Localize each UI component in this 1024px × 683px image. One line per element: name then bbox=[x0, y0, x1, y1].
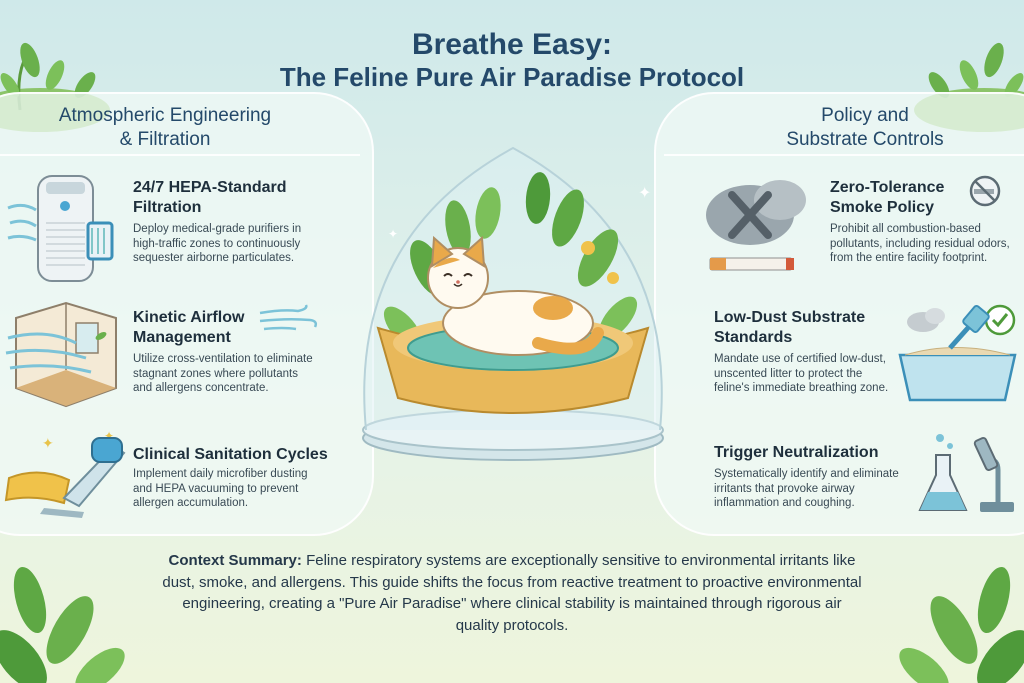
context-summary: Context Summary: Feline respiratory syst… bbox=[160, 550, 864, 636]
airflow-room-icon bbox=[5, 301, 117, 408]
left-heading-divider bbox=[0, 154, 360, 156]
cat-dome-illustration: ✦ ✦ bbox=[362, 146, 664, 461]
vacuum-cloth-icon: ✦ ✦ bbox=[4, 429, 126, 518]
left-heading-line2: & Filtration bbox=[119, 129, 211, 150]
page-subtitle: The Feline Pure Air Paradise Protocol bbox=[279, 62, 745, 92]
plants-cluster bbox=[383, 172, 638, 350]
right-item-2-desc: Mandate use of certified low-dust, unsce… bbox=[714, 353, 889, 394]
summary-label: Context Summary: bbox=[168, 552, 302, 569]
svg-text:✦: ✦ bbox=[104, 429, 114, 443]
svg-text:✦: ✦ bbox=[388, 227, 398, 241]
page-title: Breathe Easy: bbox=[411, 28, 613, 61]
air-purifier-icon bbox=[7, 175, 114, 282]
left-item-3-desc: Implement daily microfiber dusting and H… bbox=[133, 468, 308, 509]
right-heading-divider bbox=[664, 154, 1024, 156]
right-item-3-desc: Systematically identify and eliminate ir… bbox=[714, 468, 899, 509]
no-smoking-sign-icon bbox=[969, 175, 1001, 207]
right-item-1-desc: Prohibit all combustion-based pollutants… bbox=[830, 223, 1010, 264]
lab-microscope-icon bbox=[918, 434, 1014, 512]
left-item-1-desc: Deploy medical-grade purifiers in high-t… bbox=[133, 223, 302, 264]
plant-bottom-right-icon bbox=[899, 566, 1024, 683]
left-item-2-title: Kinetic Airflow Management bbox=[133, 309, 245, 346]
right-heading-line2: Substrate Controls bbox=[786, 129, 944, 150]
no-smoking-icon bbox=[706, 180, 806, 271]
right-section-heading: Policy and Substrate Controls bbox=[730, 104, 1000, 152]
left-section-heading: Atmospheric Engineering & Filtration bbox=[20, 104, 310, 152]
plant-bottom-left-icon bbox=[0, 566, 125, 683]
right-item-3-title: Trigger Neutralization bbox=[714, 444, 879, 461]
left-item-2-desc: Utilize cross-ventilation to eliminate s… bbox=[133, 353, 313, 394]
svg-text:✦: ✦ bbox=[42, 435, 54, 451]
left-heading-line1: Atmospheric Engineering bbox=[58, 105, 272, 126]
left-item-1-title: 24/7 HEPA-Standard Filtration bbox=[133, 179, 287, 216]
right-item-1-title: Zero-Tolerance Smoke Policy bbox=[830, 179, 945, 216]
right-panel bbox=[654, 92, 1024, 536]
left-item-3-title: Clinical Sanitation Cycles bbox=[133, 446, 328, 463]
wind-icon bbox=[259, 304, 318, 331]
svg-text:✦: ✦ bbox=[638, 185, 651, 202]
right-item-2-title: Low-Dust Substrate Standards bbox=[714, 309, 866, 346]
right-heading-line1: Policy and bbox=[821, 105, 909, 126]
litter-box-icon bbox=[898, 304, 1017, 402]
summary-text: Feline respiratory systems are exception… bbox=[162, 552, 862, 634]
